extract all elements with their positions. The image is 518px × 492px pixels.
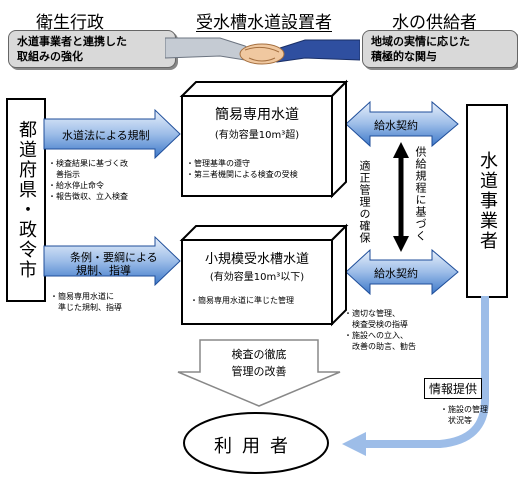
info-notes: ・施設の管理 状況等 [440, 404, 488, 426]
contract-arrow-top [345, 100, 459, 148]
bottom-cube [179, 223, 349, 327]
arrow-bottom-note-1: ・簡易専用水道に [50, 292, 114, 301]
header-right-title: 水の供給者 [392, 13, 477, 33]
vertical-left-label: 適正管理の確保 [358, 160, 371, 244]
bottom-cube-title: 小規模受水槽水道 [204, 252, 309, 267]
contract-top-label: 給水契約 [374, 119, 418, 132]
inspection-text: 検査の徹底 管理の改善 [200, 346, 318, 380]
bottom-cube-notes: ・簡易専用水道に準じた管理 [190, 295, 294, 306]
bottom-cube-note-1: ・簡易専用水道に準じた管理 [190, 296, 294, 305]
right-notes: ・適切な管理、 検査受検の指導 ・施設への立入、 改善の助言、勧告 [344, 308, 416, 352]
arrow-top-note-4: ・報告徴収、立入検査 [48, 192, 128, 201]
inspection-arrow [177, 339, 341, 407]
vertical-right-label: 供給規程に基づく [414, 146, 427, 242]
top-cube-note-1: ・管理基準の遵守 [186, 159, 250, 168]
header-right-box-line1: 地域の実情に応じた [371, 35, 470, 48]
inspection-text-line2: 管理の改善 [231, 365, 287, 378]
prefecture-box: 都道府県・政令市 [6, 98, 46, 302]
top-cube-note-2: ・第三者機関による検査の受検 [186, 170, 298, 179]
arrow-bottom-label-line1: 条例・要綱による [70, 251, 158, 264]
info-note-2: 状況等 [440, 416, 472, 425]
water-utility-box: 水道事業者 [466, 104, 508, 298]
header-left-box-line1: 水道事業者と連携した [17, 35, 127, 48]
handshake-icon [165, 37, 360, 65]
users-label: 利用者 [214, 436, 298, 457]
inspection-text-line1: 検査の徹底 [231, 348, 287, 361]
users-ellipse [183, 412, 329, 474]
arrow-bottom-note-2: 準じた規制、指導 [50, 303, 122, 312]
info-label: 情報提供 [429, 382, 478, 396]
header-center-title: 受水槽水道設置者 [196, 13, 332, 33]
prefecture-label: 都道府県・政令市 [16, 120, 37, 280]
regulation-arrow-top [43, 108, 181, 160]
top-cube-title: 簡易専用水道 [215, 107, 299, 123]
arrow-bottom-label-line2: 規制、指導 [76, 264, 131, 277]
regulation-arrow-bottom [43, 235, 181, 287]
info-arrow-body [362, 296, 489, 448]
right-note-1: ・適切な管理、 [344, 309, 400, 318]
right-note-3: ・施設への立入、 [344, 331, 408, 340]
bottom-cube-subtitle: (有効容量10m³以下) [209, 272, 305, 283]
header-left-box-line2: 取組みの強化 [17, 50, 83, 63]
info-arrow-head [342, 432, 366, 456]
arrow-top-note-2: 善指示 [48, 170, 80, 179]
arrow-bottom-label: 条例・要綱による 規制、指導 [70, 251, 158, 277]
arrow-top-note-1: ・検査結果に基づく改 [48, 159, 128, 168]
info-note-1: ・施設の管理 [440, 405, 488, 414]
top-cube [179, 79, 349, 199]
header-left-title: 衛生行政 [36, 13, 104, 33]
right-note-4: 改善の助言、勧告 [344, 342, 416, 351]
arrow-bottom-notes: ・簡易専用水道に 準じた規制、指導 [50, 291, 122, 313]
arrow-top-label: 水道法による規制 [62, 129, 150, 142]
contract-arrow-bottom [345, 248, 459, 296]
arrow-top-note-3: ・給水停止命令 [48, 181, 104, 190]
arrow-top-notes: ・検査結果に基づく改 善指示 ・給水停止命令 ・報告徴収、立入検査 [48, 158, 128, 202]
header-right-box: 地域の実情に応じた 積極的な関与 [362, 30, 518, 68]
header-left-box: 水道事業者と連携した 取組みの強化 [8, 30, 176, 68]
info-label-box: 情報提供 [424, 378, 483, 399]
top-cube-subtitle: (有効容量10m³超) [214, 130, 300, 141]
black-arrow-head-top [393, 142, 409, 158]
right-note-2: 検査受検の指導 [344, 320, 408, 329]
water-utility-label: 水道事業者 [477, 151, 498, 251]
contract-bottom-label: 給水契約 [374, 267, 418, 280]
black-arrow-head-bottom [393, 236, 409, 252]
header-right-box-line2: 積極的な関与 [371, 50, 437, 63]
top-cube-notes: ・管理基準の遵守 ・第三者機関による検査の受検 [186, 158, 298, 180]
